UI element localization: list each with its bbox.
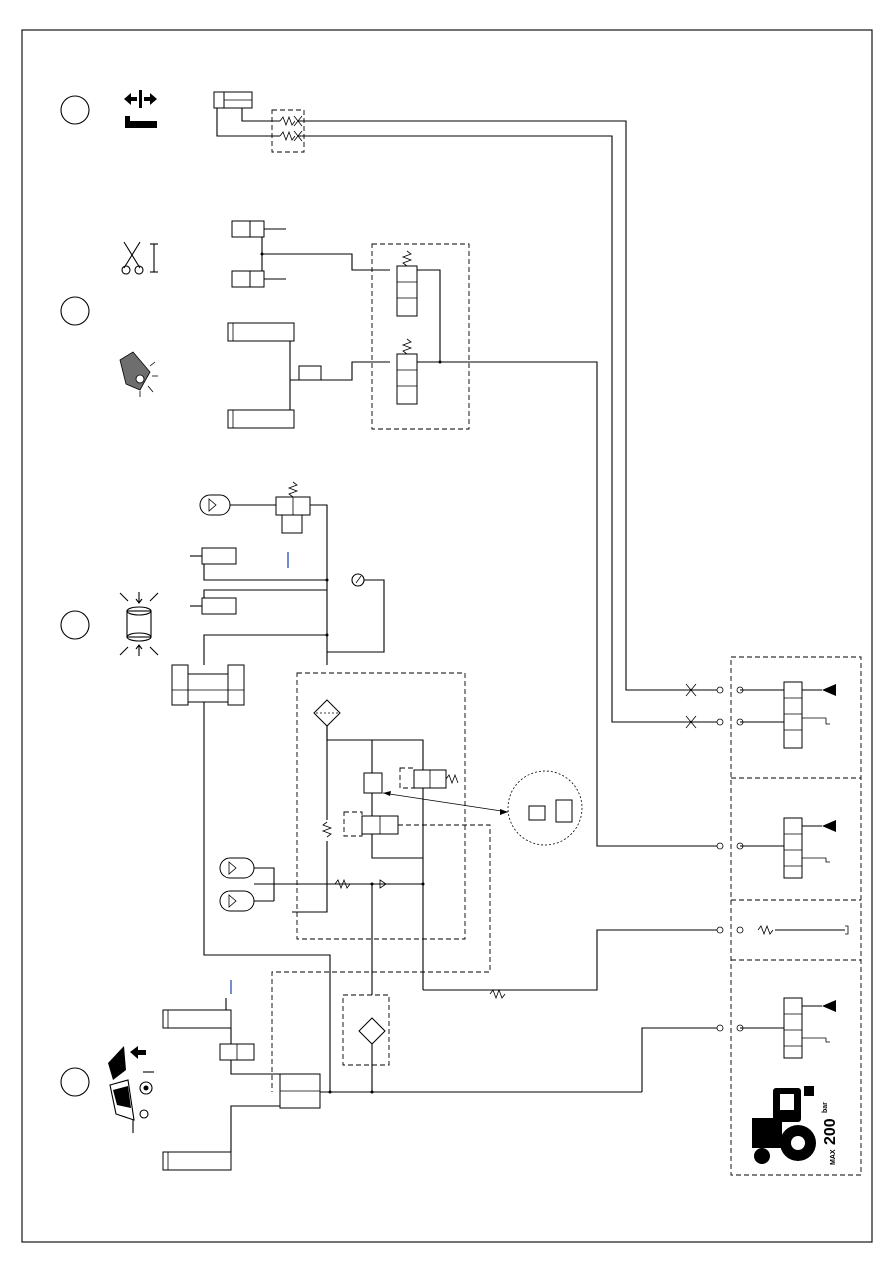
section-marker-3 — [61, 611, 89, 639]
max-pressure-label-text: MAX — [830, 1149, 837, 1165]
max-pressure-value: 200 — [822, 1118, 839, 1145]
pressure-unit: bar — [822, 1102, 829, 1113]
compression-cylinder-icon — [120, 592, 158, 656]
section-marker-1 — [61, 96, 89, 124]
tractor-icon — [752, 1086, 816, 1164]
drop-valve-icon — [120, 352, 158, 397]
max-pressure-label: MAX 200 bar — [822, 1102, 839, 1165]
net-wrap-icon — [108, 1046, 154, 1133]
section-marker-4 — [61, 1068, 89, 1096]
page-border — [22, 30, 872, 1242]
knife-wrench-icon — [122, 242, 158, 274]
section-3-circuit — [172, 482, 848, 1092]
section-marker-2 — [61, 297, 89, 325]
shift-arrows-icon — [124, 90, 157, 128]
section-4-circuit — [163, 980, 717, 1170]
